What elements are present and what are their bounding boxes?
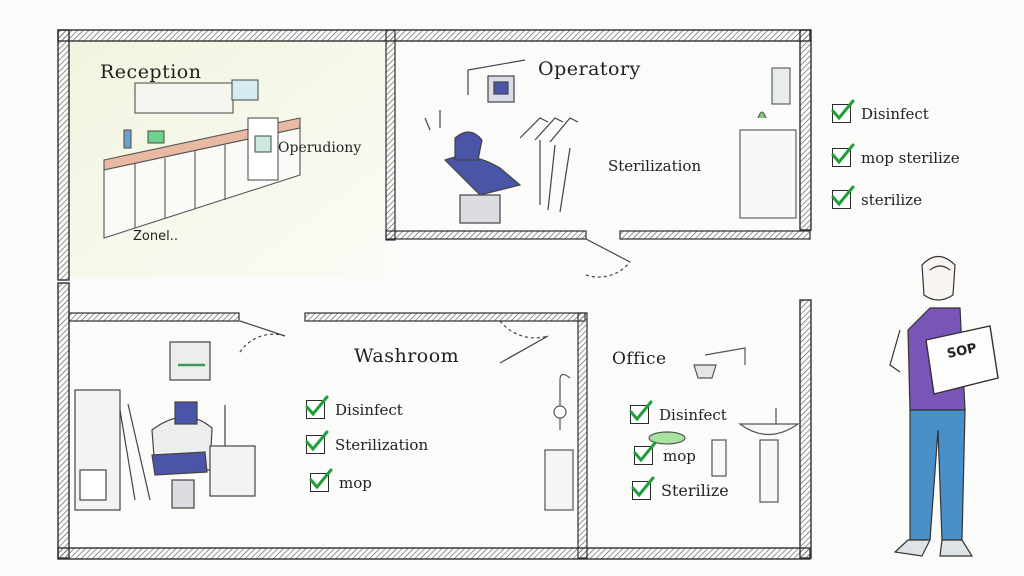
washroom-sink	[544, 373, 574, 511]
room-label-office: Office	[612, 349, 667, 369]
checklist-item[interactable]: mop	[633, 441, 696, 465]
checkbox[interactable]	[831, 99, 855, 123]
check-icon	[629, 400, 653, 422]
checklist-item[interactable]: Disinfect	[831, 99, 929, 123]
operatory-chair	[424, 59, 579, 224]
outer-walls	[57, 29, 812, 560]
checkbox[interactable]	[309, 468, 333, 492]
checklist-item[interactable]: Sterilization	[305, 430, 429, 454]
checklist-label: mop sterilize	[861, 148, 960, 167]
office-sink	[648, 347, 800, 503]
check-icon	[309, 468, 333, 490]
room-label-reception: Reception	[100, 61, 202, 83]
checklist-item[interactable]: mop	[309, 468, 372, 492]
checkbox[interactable]	[631, 476, 655, 500]
checklist-label: Disinfect	[659, 405, 727, 424]
checklist-item[interactable]: Disinfect	[629, 400, 727, 424]
check-icon	[831, 143, 855, 165]
washroom-chair	[74, 341, 256, 511]
check-icon	[633, 441, 657, 463]
checklist-item[interactable]: sterilize	[831, 185, 922, 209]
check-icon	[831, 185, 855, 207]
checklist-label: Sterilize	[661, 481, 729, 500]
staff-figure	[889, 255, 999, 557]
check-icon	[831, 99, 855, 121]
checklist-label: sterilize	[861, 190, 922, 209]
checklist-label: Disinfect	[861, 104, 929, 123]
reception-sub-label: Operudiony	[278, 140, 362, 156]
check-icon	[305, 430, 329, 452]
interior-walls	[68, 29, 811, 559]
checkbox[interactable]	[831, 185, 855, 209]
checklist-label: mop	[339, 473, 372, 492]
checklist-label: mop	[663, 446, 696, 465]
checkbox[interactable]	[305, 430, 329, 454]
operatory-sink	[739, 67, 797, 219]
reception-counter	[103, 79, 301, 239]
reception-zone-label: Zonel..	[133, 229, 178, 244]
room-label-washroom: Washroom	[354, 345, 460, 367]
room-label-operatory: Operatory	[538, 58, 641, 80]
checklist-item[interactable]: Sterilize	[631, 476, 729, 500]
check-icon	[631, 476, 655, 498]
checklist-item[interactable]: Disinfect	[305, 395, 403, 419]
checklist-label: Disinfect	[335, 400, 403, 419]
checklist-item[interactable]: mop sterilize	[831, 143, 960, 167]
checkbox[interactable]	[831, 143, 855, 167]
checkbox[interactable]	[629, 400, 653, 424]
checkbox[interactable]	[633, 441, 657, 465]
checklist-label: Sterilization	[335, 435, 429, 454]
check-icon	[305, 395, 329, 417]
operatory-sub-label: Sterilization	[608, 157, 702, 175]
checkbox[interactable]	[305, 395, 329, 419]
